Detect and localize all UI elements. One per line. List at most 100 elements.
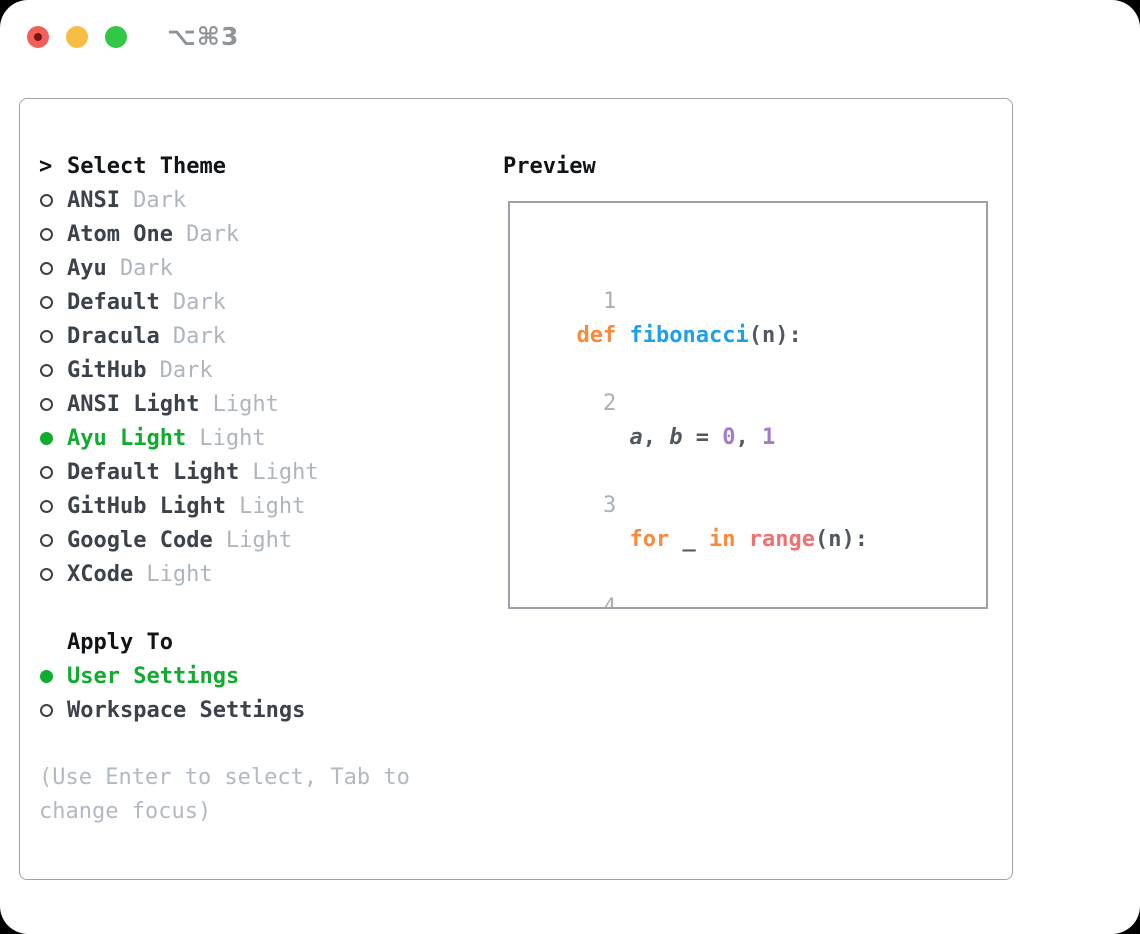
code-segment: def <box>576 323 617 348</box>
code-segment <box>577 527 630 552</box>
radio-bullet-icon <box>40 227 53 241</box>
window-title: ⌥⌘3 <box>167 22 240 51</box>
radio-bullet-icon <box>40 703 53 717</box>
code-segment: 0 <box>722 425 736 450</box>
spacer <box>39 591 459 625</box>
code-segment <box>616 323 629 348</box>
option-tag: Light <box>239 493 306 519</box>
theme-option[interactable]: Google Code Light <box>39 523 459 557</box>
close-button[interactable] <box>27 26 49 48</box>
code-segment: a <box>629 425 643 450</box>
radio-bullet-icon <box>40 329 53 343</box>
radio-bullet-icon <box>40 431 53 445</box>
minimize-button[interactable] <box>66 26 88 48</box>
code-preview: 1 def fibonacci(n): 2 a, b = 0, 1 3 for … <box>550 251 986 609</box>
radio-bullet-icon <box>40 295 53 309</box>
code-line: 2 a, b = 0, 1 <box>550 353 986 455</box>
option-label: Default <box>67 289 160 315</box>
zoom-button[interactable] <box>105 26 127 48</box>
option-label: GitHub <box>67 357 147 383</box>
theme-option[interactable]: Ayu Light Light <box>39 421 459 455</box>
apply-to-option[interactable]: Workspace Settings <box>39 693 459 727</box>
code-segment: b <box>669 425 683 450</box>
code-segment: range <box>748 527 815 552</box>
preview-header-row: Preview <box>503 149 596 183</box>
code-segment <box>577 425 630 450</box>
code-segment: in <box>708 527 736 552</box>
radio-bullet-icon <box>40 397 53 411</box>
option-label: Atom One <box>67 221 173 247</box>
traffic-lights <box>27 26 127 48</box>
preview-box: 1 def fibonacci(n): 2 a, b = 0, 1 3 for … <box>508 201 988 609</box>
theme-option[interactable]: Default Dark <box>39 285 459 319</box>
radio-bullet-icon <box>40 261 53 275</box>
code-segment: = <box>682 425 723 450</box>
code-segment <box>735 527 748 552</box>
select-theme-header-row: > Select Theme <box>39 149 459 183</box>
title-bar: ⌥⌘3 <box>0 0 1140 74</box>
radio-bullet-icon <box>40 669 53 683</box>
option-tag: Dark <box>119 255 173 281</box>
option-label: User Settings <box>67 663 240 689</box>
option-tag: Light <box>146 561 213 587</box>
radio-bullet-icon <box>40 567 53 581</box>
radio-bullet-icon <box>40 465 53 479</box>
option-label: Google Code <box>67 527 213 553</box>
option-tag: Dark <box>133 187 187 213</box>
option-label: ANSI Light <box>67 391 200 417</box>
apply-to-header: Apply To <box>67 629 173 655</box>
select-theme-header: Select Theme <box>67 153 226 179</box>
option-label: Dracula <box>67 323 160 349</box>
theme-option[interactable]: XCode Light <box>39 557 459 591</box>
radio-bullet-icon <box>40 193 53 207</box>
line-number: 3 <box>602 493 617 518</box>
left-column: > Select Theme ANSI Dark Atom One Dark A… <box>39 149 459 829</box>
apply-to-option[interactable]: User Settings <box>39 659 459 693</box>
theme-option[interactable]: Dracula Dark <box>39 319 459 353</box>
theme-option[interactable]: Ayu Dark <box>39 251 459 285</box>
preview-header: Preview <box>503 153 596 179</box>
keyboard-hint: (Use Enter to select, Tab to change focu… <box>39 765 410 824</box>
prompt-caret-icon: > <box>39 153 53 179</box>
code-segment: fibonacci <box>629 323 749 348</box>
option-label: Ayu Light <box>67 425 187 451</box>
option-label: ANSI <box>67 187 120 213</box>
option-tag: Dark <box>172 323 226 349</box>
code-line: 3 for _ in range(n): <box>550 455 986 557</box>
option-label: Default Light <box>67 459 240 485</box>
theme-option[interactable]: ANSI Light Light <box>39 387 459 421</box>
option-tag: Light <box>212 391 279 417</box>
option-tag: Light <box>199 425 266 451</box>
code-segment: 1 <box>761 425 776 450</box>
code-segment: , <box>735 425 762 450</box>
option-tag: Dark <box>186 221 240 247</box>
radio-bullet-icon <box>40 533 53 547</box>
option-label: Workspace Settings <box>67 697 306 723</box>
apply-to-header-row: Apply To <box>39 625 459 659</box>
code-line: 1 def fibonacci(n): <box>550 251 986 353</box>
theme-list: ANSI Dark Atom One Dark Ayu Dark Default… <box>39 183 459 591</box>
radio-bullet-icon <box>40 363 53 377</box>
theme-option[interactable]: GitHub Light Light <box>39 489 459 523</box>
code-segment: for <box>629 527 670 552</box>
theme-option[interactable]: Atom One Dark <box>39 217 459 251</box>
theme-option[interactable]: GitHub Dark <box>39 353 459 387</box>
apply-to-list: User Settings Workspace Settings <box>39 659 459 727</box>
radio-bullet-icon <box>40 499 53 513</box>
option-label: GitHub Light <box>67 493 226 519</box>
line-number: 4 <box>602 595 617 609</box>
code-line: 4 a, b = b, a + b <box>550 557 986 609</box>
option-tag: Dark <box>172 289 226 315</box>
theme-option[interactable]: Default Light Light <box>39 455 459 489</box>
code-segment: _ <box>669 527 709 552</box>
option-tag: Light <box>225 527 293 553</box>
code-segment: , <box>642 425 670 450</box>
code-segment: (n): <box>814 527 868 552</box>
option-tag: Light <box>252 459 319 485</box>
option-label: Ayu <box>67 255 107 281</box>
theme-picker-panel: > Select Theme ANSI Dark Atom One Dark A… <box>19 98 1013 880</box>
theme-option[interactable]: ANSI Dark <box>39 183 459 217</box>
option-label: XCode <box>67 561 134 587</box>
option-tag: Dark <box>159 357 213 383</box>
